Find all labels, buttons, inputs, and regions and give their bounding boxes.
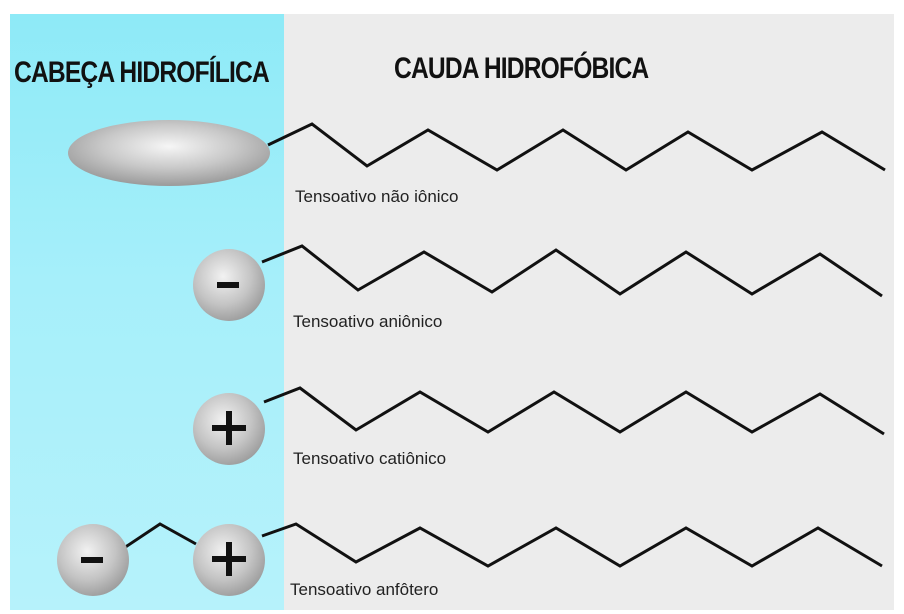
hydrophobic-tail-chain	[263, 386, 885, 436]
hydrophobic-tail-region	[284, 14, 894, 610]
minus-charge-icon	[81, 557, 103, 563]
hydrophobic-tail-chain	[261, 244, 883, 298]
label-cationic: Tensoativo catiônico	[293, 449, 447, 468]
surfactant-cationic	[193, 386, 885, 465]
label-amphoteric: Tensoativo anfôtero	[290, 580, 439, 599]
label-non-ionic: Tensoativo não iônico	[295, 187, 459, 206]
hydrophobic-tail-chain	[261, 522, 883, 568]
surfactant-non-ionic	[68, 120, 886, 186]
hydrophilic-head-heading: CABEÇA HIDROFÍLICA	[14, 56, 270, 89]
hydrophobic-tail-heading: CAUDA HIDROFÓBICA	[394, 52, 649, 85]
surfactant-anionic	[193, 244, 883, 321]
neutral-head-ellipse	[68, 120, 270, 186]
label-anionic: Tensoativo aniônico	[293, 312, 443, 331]
head-connector-chain	[123, 522, 197, 550]
hydrophobic-tail-chain	[267, 122, 886, 172]
plus-charge-icon	[212, 542, 246, 576]
plus-charge-icon	[212, 411, 246, 445]
minus-charge-icon	[217, 282, 239, 288]
surfactant-amphoteric	[57, 522, 883, 596]
